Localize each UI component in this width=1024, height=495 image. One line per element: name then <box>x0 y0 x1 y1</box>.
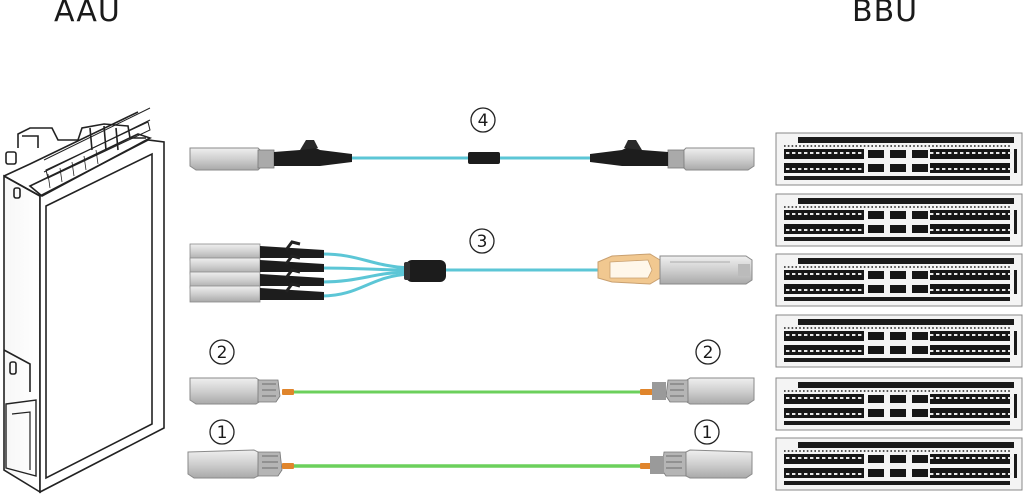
bbu-board-stack <box>775 132 1023 491</box>
svg-text:4: 4 <box>478 111 489 131</box>
cable-2-left-number: 2 <box>209 339 235 365</box>
svg-text:1: 1 <box>702 423 713 443</box>
bbu-heading: BBU <box>852 0 919 29</box>
cable-4-splice <box>468 152 500 164</box>
bbu-board <box>775 377 1023 431</box>
svg-text:3: 3 <box>477 232 488 252</box>
cable-4-assembly <box>189 140 755 171</box>
sfp-stack <box>189 240 324 303</box>
cable-3-breakout-boot <box>406 260 446 282</box>
aau-unit <box>3 107 165 494</box>
cable-4-number: 4 <box>470 107 496 133</box>
bbu-board <box>775 193 1023 247</box>
qsfp-module <box>597 253 753 285</box>
cable-3-number: 3 <box>469 228 495 254</box>
svg-text:2: 2 <box>217 343 228 363</box>
cable-2-assembly <box>189 377 755 405</box>
cable-1-right-number: 1 <box>694 419 720 445</box>
bbu-board <box>775 253 1023 307</box>
svg-text:2: 2 <box>703 343 714 363</box>
cable-1-assembly <box>187 449 753 479</box>
cable-1-left-number: 1 <box>209 419 235 445</box>
aau-heading: AAU <box>54 0 121 29</box>
cable-3-assembly <box>189 240 753 303</box>
svg-text:1: 1 <box>217 423 228 443</box>
bbu-board <box>775 314 1023 368</box>
bbu-board <box>775 132 1023 186</box>
cable-2-right-number: 2 <box>695 339 721 365</box>
bbu-board <box>775 437 1023 491</box>
